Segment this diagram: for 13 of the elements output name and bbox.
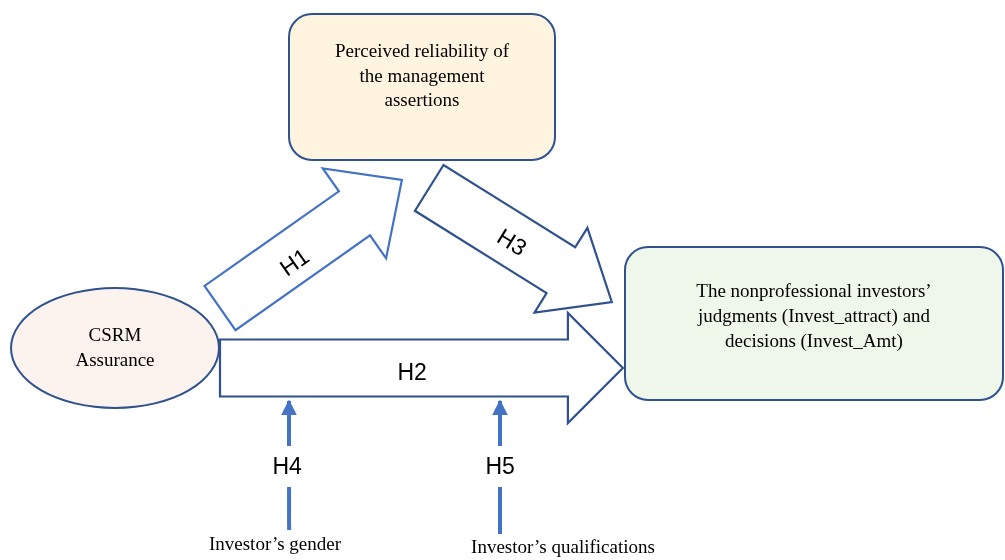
rounded-box bbox=[288, 13, 556, 161]
edge-label: H1 bbox=[273, 242, 315, 283]
block-arrow bbox=[202, 166, 404, 332]
rounded-box bbox=[624, 246, 1004, 401]
block-arrow bbox=[218, 310, 625, 426]
edge-label: H3 bbox=[491, 222, 532, 262]
block-arrow bbox=[413, 163, 614, 314]
node-text: Investor’s gender bbox=[208, 531, 342, 556]
node-text: The nonprofessional investors’ judgments (Invest_attract) and decisions (Invest_Amt) bbox=[695, 279, 933, 353]
node-text: Investor’s qualifications bbox=[471, 534, 655, 559]
node-text: Perceived reliability of the management assertions bbox=[333, 38, 511, 113]
edge-label: H2 bbox=[396, 359, 428, 385]
node-text: CSRM Assurance bbox=[74, 323, 156, 372]
